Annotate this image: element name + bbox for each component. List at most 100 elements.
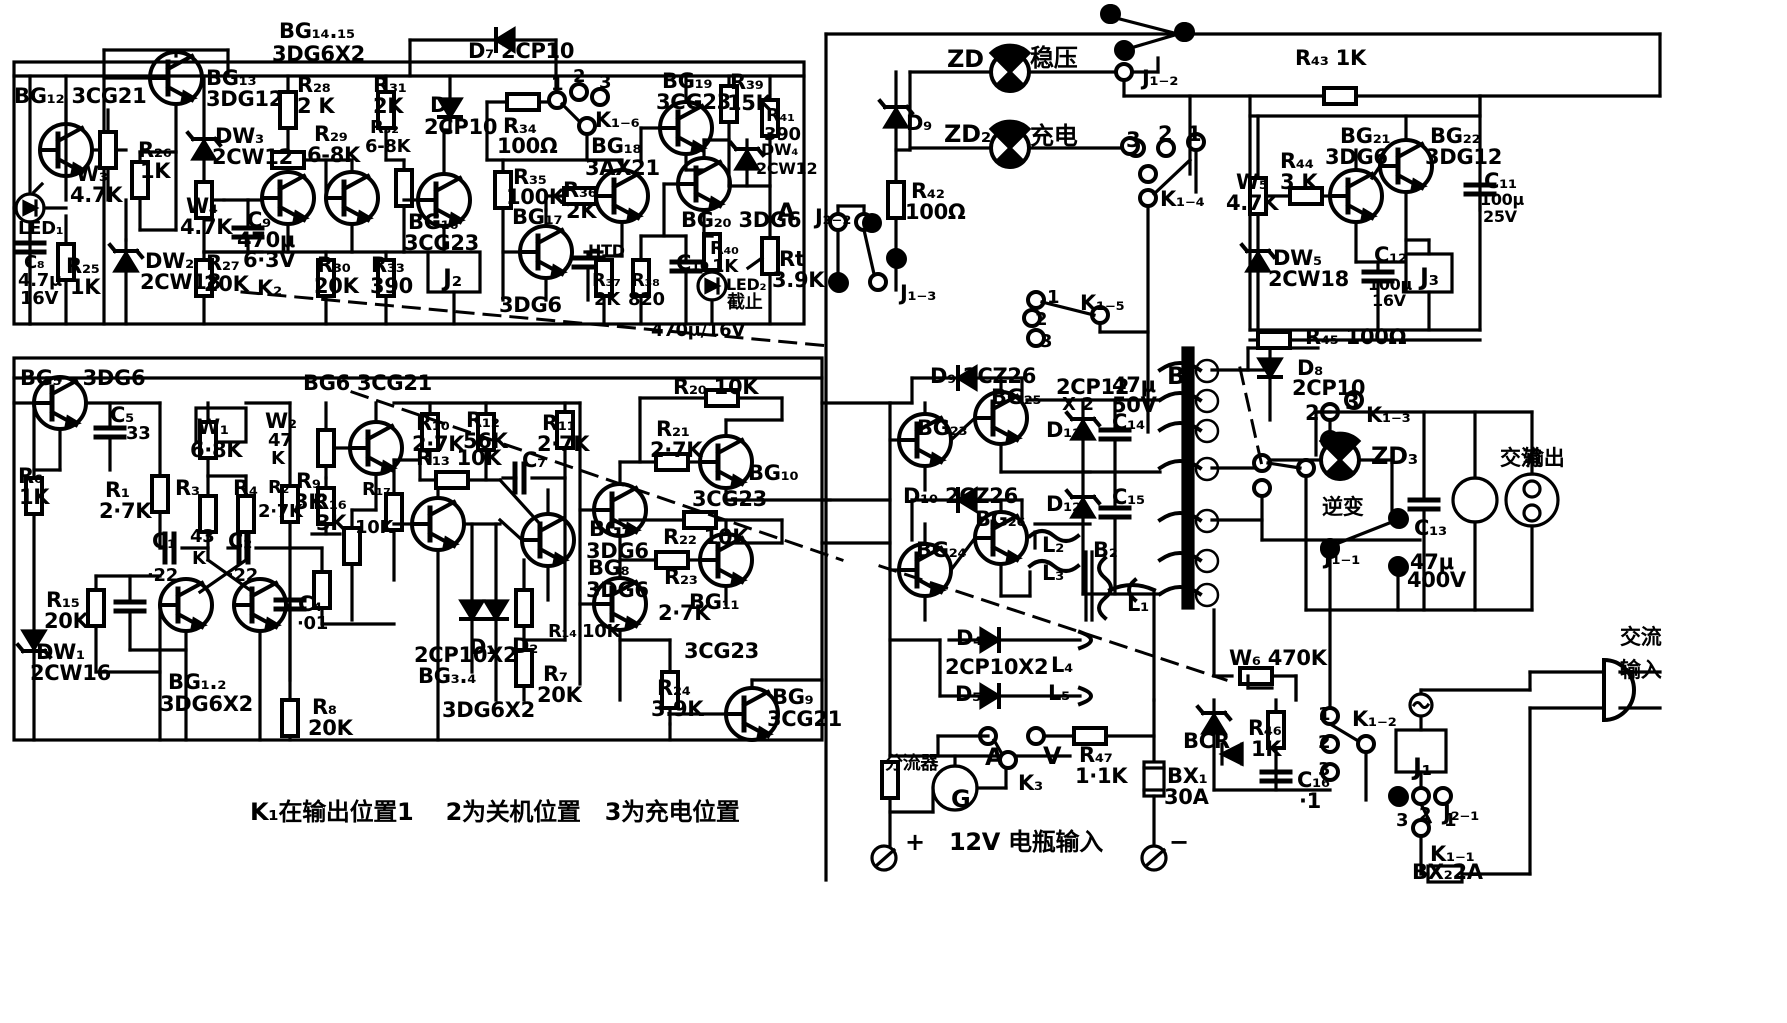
component-label-BG23: BG₂₃ (917, 416, 968, 440)
component-label-R15: R₁₅ (46, 588, 80, 612)
component-label-DW1: DW₁ (36, 640, 85, 664)
component-label-J12: J₁₋₂ (1142, 66, 1179, 90)
component-label-K11: K₁₋₁ (1430, 842, 1475, 866)
component-label-J11: J₁₋₁ (1324, 545, 1361, 569)
component-label-BG34t: 3DG6X2 (442, 698, 535, 722)
component-label-k13_1: 1 (1336, 430, 1349, 451)
component-label-R44v: 3 K (1280, 170, 1318, 194)
component-label-wenya: 稳压 (1030, 44, 1078, 72)
component-label-R44: R₄₄ (1280, 149, 1314, 173)
component-label-R30: R₃₀ (317, 253, 351, 277)
component-label-SDG6: 3DG6 (499, 293, 562, 317)
component-label-C2v: ·22 (227, 565, 258, 586)
component-label-k15_2: 2 (1035, 309, 1048, 330)
component-label-L5: L₅ (1048, 681, 1070, 705)
component-label-R4: R₄ (233, 476, 258, 500)
component-label-R20: R₂₀ 10K (673, 375, 759, 399)
component-label-plus12: + 12V 电瓶输入 (905, 828, 1103, 856)
component-label-BG16t: 3CG23 (404, 231, 479, 255)
component-label-CP102: 2CP10X2 (414, 643, 518, 667)
component-label-BG1415t: 3DG6X2 (272, 42, 365, 66)
component-label-D8t: 2CP10 (1292, 376, 1366, 400)
component-label-HTD: HTD (588, 241, 625, 260)
component-label-C4v: ·01 (297, 613, 328, 634)
component-label-J1box: J₁ (1413, 753, 1432, 781)
component-label-R14: R₁₄ (548, 621, 577, 642)
component-label-DW3: DW₃ (215, 124, 264, 148)
component-label-R23: R₂₃ (664, 565, 698, 589)
component-label-C9v: 470μ (237, 228, 296, 252)
component-label-R37: R₃₇ (592, 270, 621, 291)
component-label-R45: R₄₅ 100Ω (1305, 325, 1407, 349)
component-label-J13: J₁₋₃ (900, 281, 937, 305)
component-label-R40: R₄₀ (710, 238, 739, 259)
component-label-R25: R₂₅ (66, 254, 100, 278)
component-label-BG20: BG₂₀ 3DG6 (681, 208, 802, 232)
component-label-R47: R₄₇ (1079, 743, 1113, 767)
component-label-C13v2: 400V (1407, 568, 1466, 592)
component-label-BG8: BG₈ (588, 556, 630, 580)
component-label-BG9t: 3CG21 (767, 707, 842, 731)
component-label-C47: 47μ (1112, 373, 1156, 397)
component-label-R10v: 2·7K (412, 432, 465, 456)
component-label-BG18: BG₁₈ (591, 134, 642, 158)
component-label-DW5t: 2CW18 (1268, 267, 1349, 291)
component-label-K1_6: K₁₋₆ (595, 108, 640, 132)
component-label-ZD2: ZD₂ (944, 120, 991, 148)
component-label-sw2: 2 (573, 66, 586, 87)
component-label-D5: D₅ (955, 682, 982, 706)
component-label-B2: B₂ (1093, 538, 1118, 562)
component-label-BG7t: 3DG6 (586, 539, 649, 563)
component-label-C12v: 100μ (1368, 275, 1412, 294)
component-label-C5v: 33 (126, 423, 151, 444)
component-label-k12_2: 2 (1318, 732, 1331, 753)
component-label-C8: C₈ (24, 252, 45, 273)
component-label-W2v: 47 (268, 430, 293, 451)
component-label-DW5: DW₅ (1273, 246, 1322, 270)
component-label-R31: R₃₁ (373, 73, 407, 97)
component-label-BG21: BG₂₁ (1340, 124, 1391, 148)
component-label-k15_3: 3 (1040, 331, 1053, 352)
component-label-C4: C₄ (298, 592, 323, 616)
component-label-R17: R₁₇ (362, 479, 391, 500)
component-label-C5: C₅ (110, 403, 135, 427)
component-label-R36v: 2K (566, 199, 597, 223)
component-label-LED1: LED₁ (18, 218, 64, 239)
component-label-CP12x: X 2 (1062, 394, 1094, 415)
component-label-R31v: 2K (373, 94, 404, 118)
component-label-R17v: 10K (355, 517, 394, 538)
component-label-CP10x2: 2CP10X2 (945, 655, 1049, 679)
component-label-C10: C₁₀ (676, 251, 709, 275)
component-label-jiaoliu1: 交流 (1500, 446, 1542, 470)
component-label-Rt: Rt (779, 247, 805, 271)
component-label-R39: R₃₉ (730, 70, 764, 94)
component-label-R3: R₃ (175, 476, 200, 500)
component-label-R42: R₄₂ (911, 179, 945, 203)
component-label-C12v2: 16V (1372, 291, 1406, 310)
component-label-BG19t: 3CG23 (656, 90, 731, 114)
component-label-D7: D₇ 2CP10 (468, 39, 575, 63)
component-label-W4: W₄ (186, 194, 218, 218)
component-label-W1v: 6·8K (190, 438, 243, 462)
component-label-R6: R₆ (18, 464, 43, 488)
component-label-C9v2: 6·3V (243, 248, 296, 272)
component-label-minus: − (1169, 828, 1189, 856)
component-label-C2: C₂ (228, 529, 253, 553)
component-label-R26v: 1K (140, 159, 171, 183)
component-label-K13: K₁₋₃ (1366, 403, 1411, 427)
component-label-BG8t: 3DG6 (586, 578, 649, 602)
component-label-W3: W₃ (76, 162, 108, 186)
component-label-R43: R₄₃ 1K (1295, 46, 1366, 70)
component-label-D2: D₂ (512, 634, 539, 658)
component-label-R32: R₃₂ (370, 117, 399, 138)
component-label-jiezhi: 截止 (727, 292, 763, 313)
component-label-D10: D₁₀ 2CZ26 (903, 484, 1018, 508)
component-label-Vvolt: V (1043, 742, 1062, 770)
component-label-R39v: 15K (727, 91, 772, 115)
component-label-J22: J₂₋₂ (815, 205, 852, 229)
component-label-C47v: 50V (1112, 393, 1157, 417)
component-label-DW3t: 2CW12 (212, 145, 293, 169)
component-label-BG21t: 3DG6 (1325, 145, 1388, 169)
component-label-R21: R₂₁ (656, 417, 690, 441)
